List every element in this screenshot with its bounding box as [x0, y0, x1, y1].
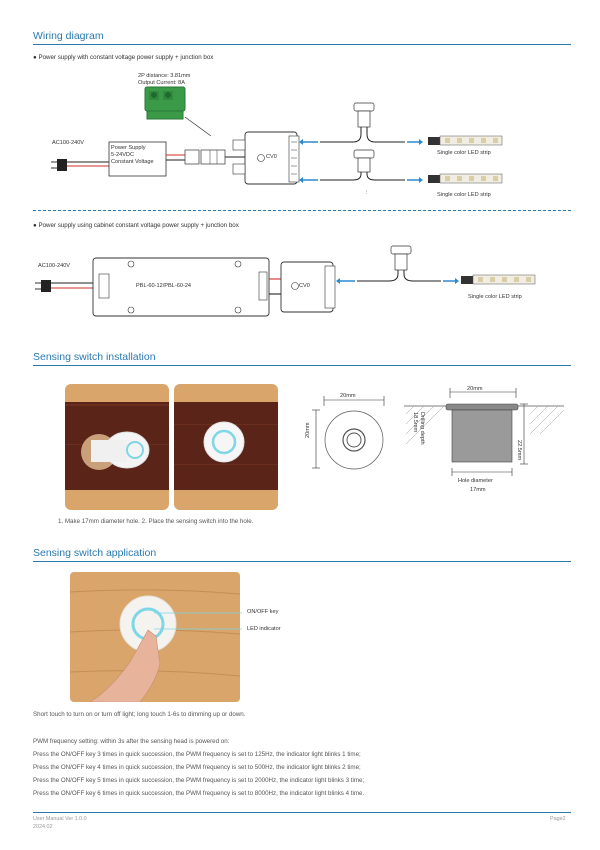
touch-operation-photo	[70, 572, 240, 702]
hole-diameter-value: 17mm	[470, 487, 486, 493]
installation-title-rule	[33, 365, 571, 366]
sensor-head-3	[390, 245, 412, 271]
led-strip-3	[461, 274, 536, 285]
ac-input-label-2: AC100-240V	[38, 263, 71, 269]
install-photo-step2	[174, 384, 278, 510]
onoff-key-label: ON/OFF key	[247, 609, 279, 615]
led-strip-1	[428, 135, 503, 146]
led-indicator-label: LED indicator	[247, 626, 281, 632]
strip-label-1: Single color LED strip	[437, 150, 491, 156]
touch-instructions: Short touch to turn on or turn off light…	[33, 711, 246, 718]
more-outputs-ellipsis: ⋮	[364, 190, 370, 196]
application-section-title: Sensing switch application	[33, 547, 157, 559]
power-supply-box	[108, 141, 167, 177]
pwm-line-1: Press the ON/OFF key 3 times in quick su…	[33, 751, 361, 758]
front-width-label: 20mm	[340, 393, 356, 399]
drilling-depth-value: 18.5mm	[412, 412, 418, 433]
cabinet-psu-label: PBL-60-12/PBL-60-24	[136, 283, 192, 289]
wiring-scenario2-caption: ● Power supply using cabinet constant vo…	[33, 222, 239, 229]
psu-label-3: Constant Voltage	[111, 159, 154, 165]
pwm-heading: PWM frequency setting: within 3s after t…	[33, 738, 230, 745]
footer-rule	[33, 812, 571, 813]
switch-dimension-drawing	[312, 388, 565, 476]
strip-label-2: Single color LED strip	[437, 192, 491, 198]
wiring-section-title: Wiring diagram	[33, 30, 104, 42]
psu-label-1: Power Supply	[111, 145, 146, 151]
connector-note-distance: 2P distance: 3.81mm	[138, 73, 191, 79]
pwm-line-4: Press the ON/OFF key 6 times in quick su…	[33, 790, 365, 797]
pwm-line-3: Press the ON/OFF key 5 times in quick su…	[33, 777, 365, 784]
junction-box	[232, 131, 300, 185]
wiring-diagram-1	[51, 86, 503, 185]
junction-box-2	[280, 261, 336, 313]
drilling-depth-label: Drilling depth	[419, 412, 425, 445]
wiring-title-rule	[33, 44, 571, 45]
psu-label-2: 5-24VDC	[111, 152, 135, 158]
footer-manual-version: User Manual Ver 1.0.0	[33, 816, 87, 822]
footer-page-number: Page2	[550, 816, 566, 822]
ac-plug-icon	[51, 159, 67, 171]
callout-lines	[154, 612, 242, 630]
ac-plug-icon-2	[35, 280, 51, 292]
terminal-connector-image	[144, 86, 186, 120]
wiring-scenario1-caption: ● Power supply with constant voltage pow…	[33, 54, 214, 61]
ac-input-label-1: AC100-240V	[52, 140, 85, 146]
junction-label-1: CV0	[266, 154, 277, 160]
application-title-rule	[33, 561, 571, 562]
installation-section-title: Sensing switch installation	[33, 351, 156, 363]
section-height-label: 22.5mm	[516, 440, 522, 461]
connector-pointer-line	[184, 116, 212, 137]
led-strip-2	[428, 173, 503, 184]
wiring-divider	[33, 210, 571, 211]
connector-note-current: Output Current: 8A	[138, 80, 185, 86]
strip-label-3: Single color LED strip	[468, 294, 522, 300]
front-height-label: 20mm	[305, 422, 311, 438]
section-width-label: 20mm	[467, 386, 483, 392]
wiring-diagram-2	[35, 245, 536, 317]
footer-date: 2024.02	[33, 824, 53, 830]
installation-caption: 1. Make 17mm diameter hole. 2. Place the…	[58, 518, 254, 525]
sensor-head-2	[353, 149, 375, 173]
install-photo-step1	[65, 384, 169, 510]
junction-label-2: CV0	[299, 283, 310, 289]
sensor-head-1	[353, 102, 375, 128]
pwm-line-2: Press the ON/OFF key 4 times in quick su…	[33, 764, 361, 771]
hole-diameter-label: Hole diameter	[458, 478, 493, 484]
cabinet-power-supply	[92, 257, 270, 317]
